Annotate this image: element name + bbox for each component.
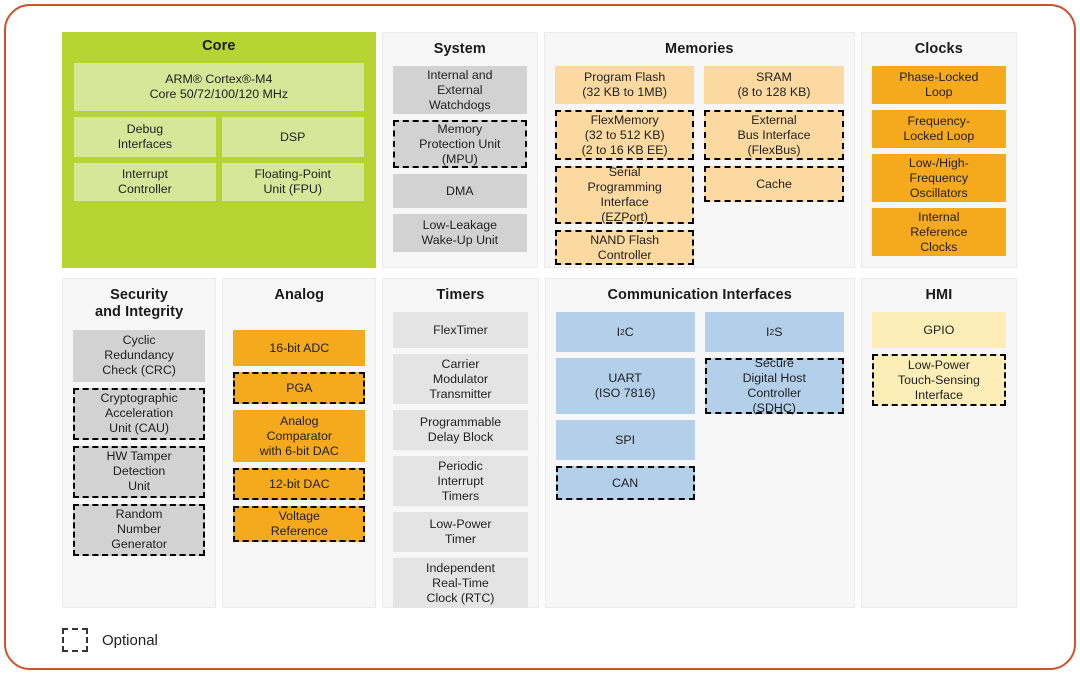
block-voltage-reference[interactable]: Voltage Reference (233, 506, 366, 543)
panel-security-and-integrity: Security and Integrity Cyclic Redundancy… (62, 278, 217, 608)
block-watchdogs[interactable]: Internal and External Watchdogs (392, 66, 527, 115)
block-interrupt-controller[interactable]: Interrupt Controller (74, 163, 216, 202)
block-spi[interactable]: SPI (555, 420, 695, 461)
dashed-rectangle-icon (62, 628, 88, 652)
panel-title-communication: Communication Interfaces (607, 287, 792, 303)
block-oscillators[interactable]: Low-/High- Frequency Oscillators (871, 154, 1006, 203)
panel-title-hmi: HMI (925, 287, 953, 303)
block-12-bit-dac[interactable]: 12-bit DAC (233, 468, 366, 501)
panel-title-clocks: Clocks (914, 41, 963, 57)
block-floating-point-unit[interactable]: Floating-Point Unit (FPU) (221, 163, 364, 202)
panel-body-system: Internal and External Watchdogs Memory P… (392, 66, 527, 253)
block-debug-interfaces[interactable]: Debug Interfaces (74, 117, 216, 158)
panel-timers: Timers FlexTimer Carrier Modulator Trans… (382, 278, 539, 609)
block-low-power-timer[interactable]: Low-Power Timer (393, 512, 528, 553)
memories-column-left: Program Flash (32 KB to 1MB) FlexMemory … (554, 66, 695, 266)
block-flextimer[interactable]: FlexTimer (393, 312, 528, 349)
legend: Optional (62, 628, 158, 652)
panel-body-hmi: GPIO Low-Power Touch-Sensing Interface (871, 312, 1006, 407)
block-pga[interactable]: PGA (233, 372, 366, 405)
legend-optional-label: Optional (102, 631, 158, 649)
block-hw-tamper-detection-unit[interactable]: HW Tamper Detection Unit (73, 445, 206, 498)
panel-title-analog: Analog (274, 287, 325, 303)
block-gpio[interactable]: GPIO (871, 312, 1006, 349)
diagram-canvas: Core ARM® Cortex®-M4 Core 50/72/100/120 … (62, 32, 1017, 612)
block-uart[interactable]: UART (ISO 7816) (555, 358, 695, 415)
block-line-2: Core 50/72/100/120 MHz (149, 87, 289, 102)
block-programmable-delay-block[interactable]: Programmable Delay Block (393, 410, 528, 451)
block-frequency-locked-loop[interactable]: Frequency- Locked Loop (871, 110, 1006, 149)
block-analog-comparator[interactable]: Analog Comparator with 6-bit DAC (233, 410, 366, 463)
panel-body-security: Cyclic Redundancy Check (CRC) Cryptograp… (73, 329, 206, 556)
panel-title-security: Security and Integrity (94, 287, 184, 321)
block-external-bus-interface[interactable]: External Bus Interface (FlexBus) (704, 110, 844, 161)
block-16-bit-adc[interactable]: 16-bit ADC (233, 330, 366, 367)
panel-body-core: ARM® Cortex®-M4 Core 50/72/100/120 MHz D… (74, 63, 364, 202)
block-crc[interactable]: Cyclic Redundancy Check (CRC) (73, 329, 206, 382)
memories-column-right: SRAM (8 to 128 KB) External Bus Interfac… (704, 66, 844, 203)
block-dsp[interactable]: DSP (221, 117, 364, 158)
block-sram[interactable]: SRAM (8 to 128 KB) (704, 66, 844, 105)
block-program-flash[interactable]: Program Flash (32 KB to 1MB) (554, 66, 695, 105)
panel-system: System Internal and External Watchdogs M… (381, 32, 538, 268)
block-cache[interactable]: Cache (704, 166, 844, 203)
block-dma[interactable]: DMA (392, 174, 527, 209)
panel-body-timers: FlexTimer Carrier Modulator Transmitter … (393, 312, 528, 609)
panel-title-system: System (433, 41, 486, 57)
block-phase-locked-loop[interactable]: Phase-Locked Loop (871, 66, 1006, 105)
block-low-power-touch-sensing-interface[interactable]: Low-Power Touch-Sensing Interface (871, 354, 1006, 407)
block-flexmemory[interactable]: FlexMemory (32 to 512 KB) (2 to 16 KB EE… (554, 110, 695, 161)
block-can[interactable]: CAN (555, 466, 695, 501)
block-serial-programming-interface[interactable]: Serial Programming Interface (EZPort) (554, 165, 695, 225)
block-low-leakage-wakeup-unit[interactable]: Low-Leakage Wake-Up Unit (392, 214, 527, 253)
panel-core: Core ARM® Cortex®-M4 Core 50/72/100/120 … (62, 32, 376, 268)
block-periodic-interrupt-timers[interactable]: Periodic Interrupt Timers (393, 456, 528, 507)
block-memory-protection-unit[interactable]: Memory Protection Unit (MPU) (392, 120, 527, 169)
core-row-2: Interrupt Controller Floating-Point Unit… (74, 163, 364, 202)
panel-clocks: Clocks Phase-Locked Loop Frequency- Lock… (860, 32, 1017, 268)
panel-title-timers: Timers (436, 287, 485, 303)
block-sdhc[interactable]: Secure Digital Host Controller (SDHC) (704, 356, 844, 415)
panel-analog: Analog 16-bit ADC PGA Analog Comparator … (222, 278, 377, 608)
block-cau[interactable]: Cryptographic Acceleration Unit (CAU) (73, 387, 206, 440)
block-internal-reference-clocks[interactable]: Internal Reference Clocks (871, 208, 1006, 257)
block-line-1: ARM® Cortex®-M4 (165, 72, 273, 87)
diagram-row-top: Core ARM® Cortex®-M4 Core 50/72/100/120 … (62, 32, 1017, 268)
block-nand-flash-controller[interactable]: NAND Flash Controller (554, 230, 695, 266)
diagram-row-bottom: Security and Integrity Cyclic Redundancy… (62, 278, 1017, 609)
panel-body-memories: Program Flash (32 KB to 1MB) FlexMemory … (554, 66, 844, 266)
block-independent-rtc[interactable]: Independent Real-Time Clock (RTC) (393, 558, 528, 609)
block-arm-cortex-m4[interactable]: ARM® Cortex®-M4 Core 50/72/100/120 MHz (74, 63, 364, 112)
panel-title-core: Core (202, 38, 236, 54)
panel-hmi: HMI GPIO Low-Power Touch-Sensing Interfa… (860, 278, 1017, 608)
panel-memories: Memories Program Flash (32 KB to 1MB) Fl… (543, 32, 855, 268)
block-carrier-modulator-transmitter[interactable]: Carrier Modulator Transmitter (393, 354, 528, 405)
panel-body-clocks: Phase-Locked Loop Frequency- Locked Loop… (871, 66, 1006, 257)
core-row-1: Debug Interfaces DSP (74, 117, 364, 158)
block-random-number-generator[interactable]: Random Number Generator (73, 503, 206, 556)
panel-title-memories: Memories (665, 41, 734, 57)
panel-body-analog: 16-bit ADC PGA Analog Comparator with 6-… (233, 330, 366, 543)
